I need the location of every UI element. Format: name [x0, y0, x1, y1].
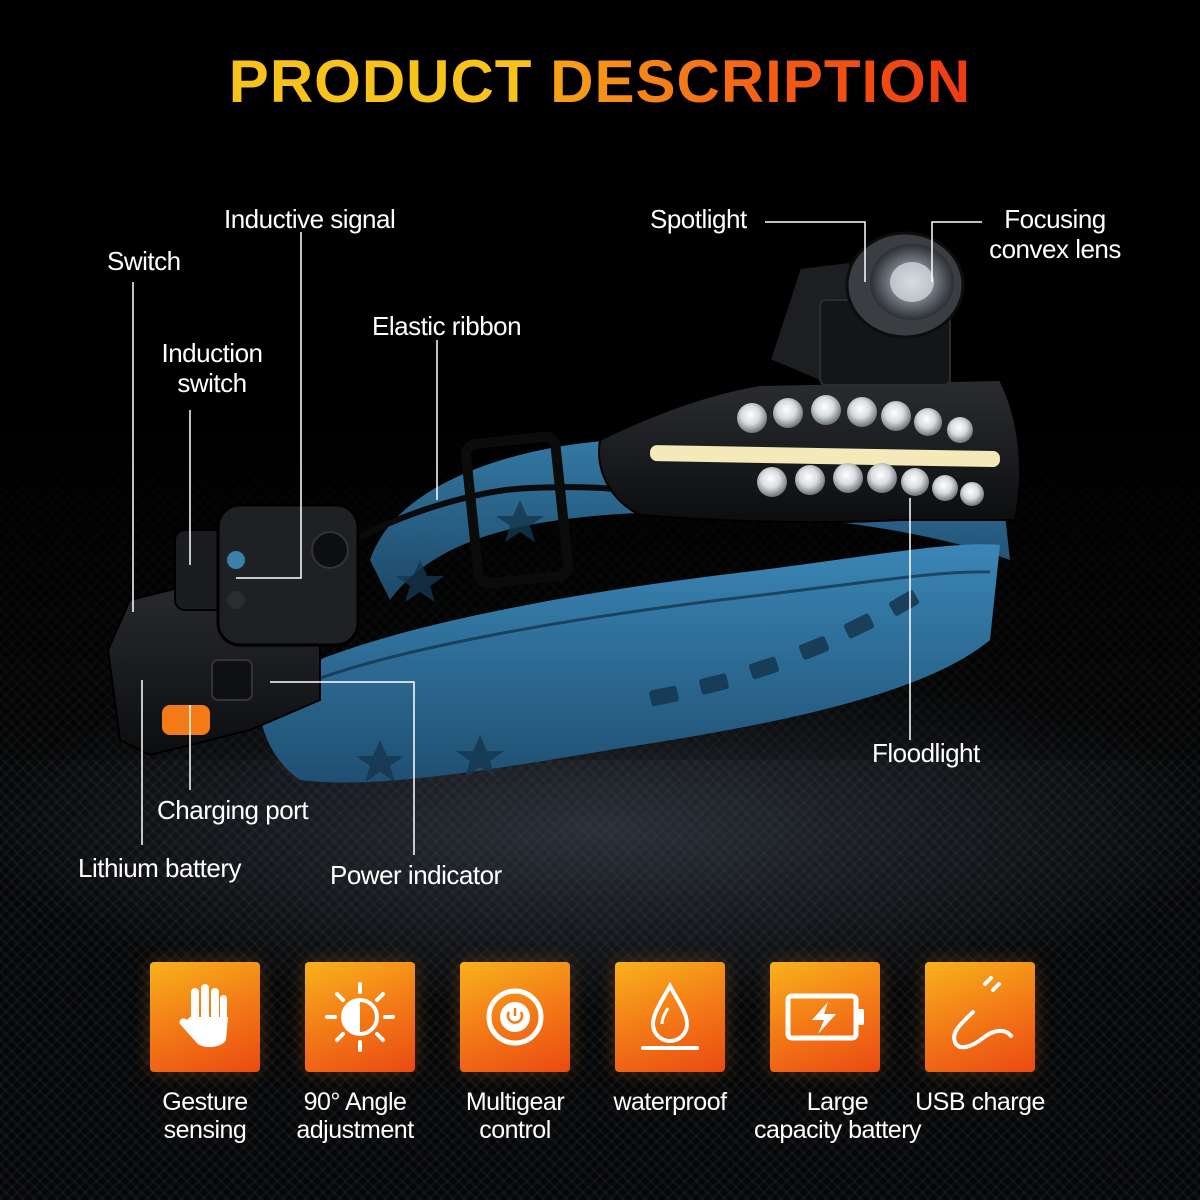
feature-label-gesture: Gesture sensing	[140, 1088, 270, 1144]
page-title: PRODUCT DESCRIPTION	[0, 46, 1200, 118]
label-floodlight: Floodlight	[872, 738, 980, 768]
feature-label-usb: USB charge	[905, 1088, 1055, 1116]
hand-icon	[179, 984, 228, 1048]
label-charging-port: Charging port	[157, 795, 309, 825]
label-inductive-signal: Inductive signal	[224, 204, 396, 234]
feature-multigear-control	[460, 962, 570, 1072]
elastic-cable	[328, 484, 621, 558]
feature-label-waterproof: waterproof	[600, 1088, 740, 1116]
callout-lines	[132, 221, 982, 855]
feature-angle-adjustment	[305, 962, 415, 1072]
feature-large-battery	[770, 962, 880, 1072]
feature-label-battery: Large capacity battery	[745, 1088, 930, 1144]
label-focusing-convex-lens: Focusing convex lens	[980, 204, 1130, 264]
usb-cable-icon	[952, 976, 1013, 1050]
feature-label-battery-line1: Large	[806, 1088, 869, 1116]
feature-label-multigear-line2: control	[479, 1116, 551, 1144]
sun-half-icon	[325, 982, 395, 1052]
feature-label-gesture-line2: sensing	[163, 1116, 247, 1144]
feature-label-gesture-line1: Gesture	[162, 1088, 248, 1116]
feature-usb-charge	[925, 962, 1035, 1072]
label-lithium-battery: Lithium battery	[78, 853, 242, 883]
feature-label-waterproof-line1: waterproof	[613, 1088, 727, 1116]
feature-label-multigear-line1: Multigear	[465, 1088, 565, 1116]
battery-icon	[785, 993, 864, 1041]
floodlight-leds-bottom	[757, 463, 984, 506]
label-induction-switch-line1: Induction	[161, 338, 263, 368]
feature-label-angle-line1: 90° Angle	[303, 1088, 407, 1116]
strap-pattern	[649, 590, 920, 707]
label-spotlight: Spotlight	[650, 204, 747, 234]
title-word-product: PRODUCT	[228, 48, 533, 115]
power-icon	[486, 988, 544, 1046]
title-word-description: DESCRIPTION	[550, 48, 972, 115]
floodlight-leds-top	[737, 395, 973, 443]
label-induction-switch: Induction switch	[150, 338, 274, 398]
label-focusing-line1: Focusing	[1004, 204, 1106, 234]
label-elastic-ribbon: Elastic ribbon	[372, 311, 522, 341]
label-switch: Switch	[107, 246, 181, 276]
feature-label-angle-line2: adjustment	[296, 1116, 414, 1144]
water-drop-icon	[641, 981, 699, 1050]
feature-gesture-sensing	[150, 962, 260, 1072]
sensor-module	[216, 503, 360, 647]
charging-port-cover	[162, 705, 210, 735]
label-power-indicator: Power indicator	[330, 860, 502, 890]
feature-label-battery-line2: capacity battery	[753, 1116, 922, 1144]
headlamp-illustration	[106, 221, 1021, 855]
label-induction-switch-line2: switch	[177, 368, 247, 398]
feature-label-angle: 90° Angle adjustment	[285, 1088, 425, 1144]
feature-waterproof	[615, 962, 725, 1072]
feature-label-multigear: Multigear control	[450, 1088, 580, 1144]
spotlight-lens	[845, 231, 965, 339]
label-focusing-line2: convex lens	[989, 234, 1121, 264]
feature-label-usb-line1: USB charge	[915, 1088, 1045, 1116]
cob-strip	[650, 445, 1000, 468]
strap-front	[259, 544, 1000, 783]
